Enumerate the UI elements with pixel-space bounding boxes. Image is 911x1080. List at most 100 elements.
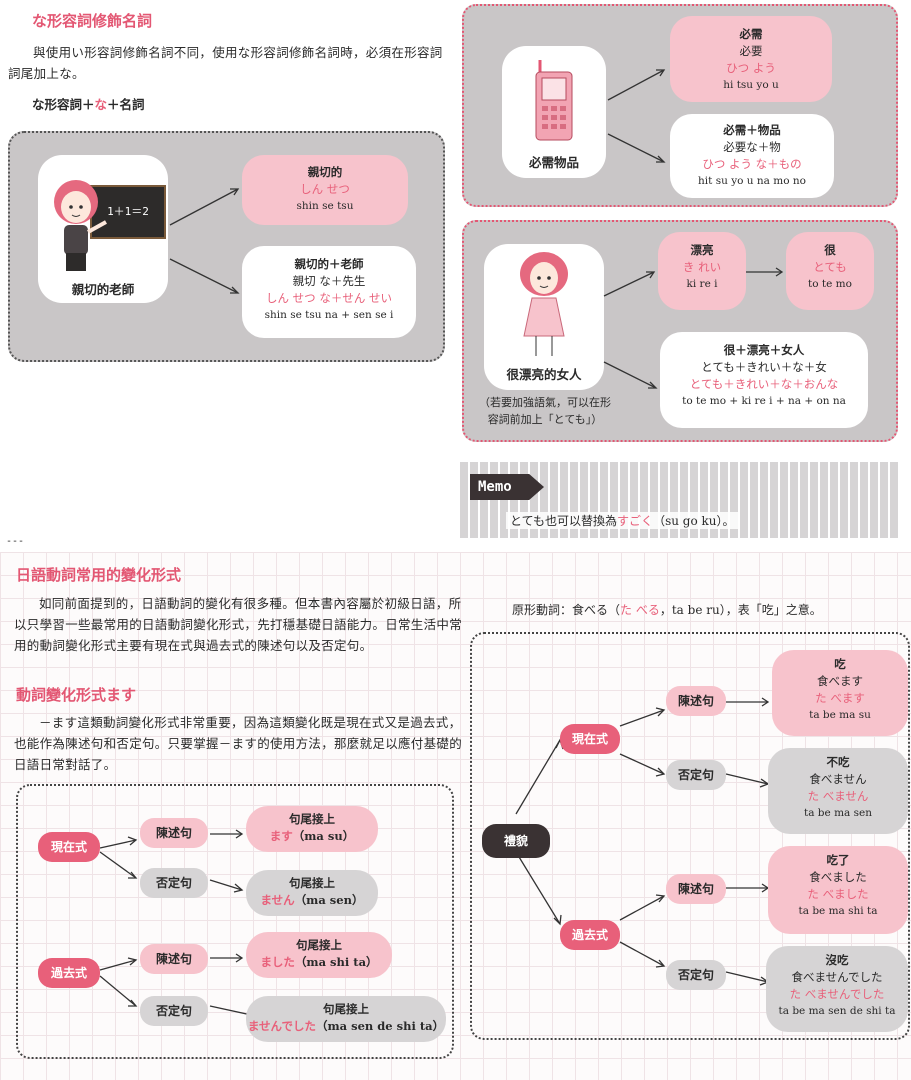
teacher-illustration <box>54 180 107 271</box>
taberu-chart: 禮貌 現在式 過去式 陳述句 否定句 陳述句 否定句 吃 食べます た べます … <box>470 632 910 1040</box>
bubble-romaji: ta be ma shi ta <box>798 905 878 917</box>
bubble-romaji: ki re i <box>686 278 718 290</box>
bubble-japanese: 食べます <box>817 674 863 688</box>
past-tense-pill: 過去式 <box>38 958 100 988</box>
bubble-title: 吃 <box>834 657 846 671</box>
bubble-kana: ひつ よう <box>726 61 776 75</box>
section-heading: 動詞變化形式ます <box>16 686 137 704</box>
phone-icon <box>535 60 573 141</box>
bubble-romaji: ta be ma sen <box>803 807 872 819</box>
blackboard: 1＋1＝2 <box>90 185 166 239</box>
memo-label: Memo <box>470 474 544 500</box>
bubble-japanese: 食べました <box>809 870 867 884</box>
pretty-bubble: 漂亮 き れい ki re i <box>658 232 746 310</box>
bubble-japanese: とても＋きれい＋な＋女 <box>701 360 827 374</box>
bubble-kana: とても <box>813 260 847 274</box>
phone-card: 必需物品 <box>502 46 606 178</box>
necessity-item-bubble: 必需＋物品 必要な＋物 ひつ よう な＋もの hit su yo u na mo… <box>670 114 834 198</box>
kind-teacher-bubble: 親切的＋老師 親切 な＋先生 しん せつ な＋せん せい shin se tsu… <box>242 246 416 338</box>
negative-pill: 否定句 <box>666 760 726 790</box>
woman-illustration <box>520 252 568 356</box>
bubble-kana: とても＋きれい＋な＋おんな <box>689 377 839 391</box>
bubble-kana: た べました <box>807 887 869 901</box>
verb-intro: 原形動詞：食べる（た べる，ta be ru），表「吃」之意。 <box>512 601 822 618</box>
ending-romaji: （ma su） <box>292 829 355 843</box>
connector-arrows <box>603 267 784 389</box>
bubble-romaji: shin se tsu na + sen se i <box>264 309 394 321</box>
teacher-card: 1＋1＝2 親切的老師 <box>38 155 168 303</box>
polite-root-pill: 禮貌 <box>482 824 550 858</box>
intro-paragraph: 如同前面提到的，日語動詞的變化有很多種。但本書內容屬於初級日語，所以只學習一些最… <box>14 596 463 653</box>
panel-note: （若要加強語氣，可以在形容詞前加上「とても」） <box>479 396 611 426</box>
memo-prefix: とても也可以替換為 <box>510 514 618 528</box>
bubble-romaji: ta be ma su <box>809 709 871 721</box>
intro-suffix: ，ta be ru），表「吃」之意。 <box>659 603 822 617</box>
ending-kana: ません <box>260 893 295 907</box>
pretty-woman-panel: 很漂亮的女人 （若要加強語氣，可以在形容詞前加上「とても」） 漂亮 き れい k… <box>462 220 898 442</box>
bubble-romaji: to te mo <box>808 278 852 290</box>
bubble-kana: しん せつ な＋せん せい <box>266 291 392 305</box>
memo-suffix: （su go ku）。 <box>653 514 735 528</box>
not-eat-bubble: 不吃 食べません た べません ta be ma sen <box>768 748 908 834</box>
bubble-title: 必需＋物品 <box>723 123 781 137</box>
bubble-japanese: 食べませんでした <box>791 970 883 984</box>
formula-prefix: な形容詞＋ <box>32 97 95 112</box>
ending-kana: ました <box>260 955 295 969</box>
panel-caption: 必需物品 <box>528 155 579 170</box>
ending-bubble-masu: 句尾接上 ます（ma su） <box>246 806 378 852</box>
section-heading: な形容詞修飾名詞 <box>32 12 153 30</box>
bubble-romaji: ta be ma sen de shi ta <box>778 1005 896 1017</box>
bubble-japanese: 必要 <box>739 44 763 58</box>
bubble-title: 親切的 <box>307 165 343 179</box>
formula: な形容詞＋な＋名詞 <box>32 94 145 113</box>
necessity-bubble: 必需 必要 ひつ よう hi tsu yo u <box>670 16 832 102</box>
woman-card: 很漂亮的女人 <box>484 244 604 390</box>
connector-arrows <box>607 69 666 163</box>
bubble-title: 沒吃 <box>825 953 849 967</box>
statement-pill: 陳述句 <box>140 818 208 848</box>
present-tense-pill: 現在式 <box>560 724 620 754</box>
negative-pill: 否定句 <box>140 868 208 898</box>
bubble-title: 不吃 <box>826 755 850 769</box>
negative-pill: 否定句 <box>666 960 726 990</box>
ending-romaji: （ma shi ta） <box>294 955 378 969</box>
section-heading: 日語動詞常用的變化形式 <box>16 566 182 584</box>
ate-bubble: 吃了 食べました た べました ta be ma shi ta <box>768 846 908 934</box>
grid-background <box>0 552 911 1080</box>
statement-pill: 陳述句 <box>666 686 726 716</box>
kind-bubble: 親切的 しん せつ shin se tsu <box>242 155 408 225</box>
bubble-kana: た べませんでした <box>789 987 885 1001</box>
bubble-romaji: hi tsu yo u <box>723 79 779 91</box>
eat-bubble: 吃 食べます た べます ta be ma su <box>772 650 908 736</box>
connector-arrows <box>169 188 240 294</box>
masu-paragraph: －ます這類動詞變化形式非常重要，因為這類變化既是現在式又是過去式，也能作為陳述句… <box>14 715 463 772</box>
bubble-kana: しん せつ <box>300 182 350 196</box>
kind-teacher-panel: 1＋1＝2 親切的老師 親切的 しん せつ shin se tsu 親切的＋老師… <box>8 131 445 362</box>
bubble-title: 親切的＋老師 <box>294 257 364 271</box>
ending-bubble-masen: 句尾接上 ません（ma sen） <box>246 870 378 916</box>
bubble-romaji: hit su yo u na mo no <box>698 175 806 187</box>
ending-label: 句尾接上 <box>289 876 335 890</box>
did-not-eat-bubble: 沒吃 食べませんでした た べませんでした ta be ma sen de sh… <box>766 946 908 1032</box>
formula-na: な <box>94 97 108 112</box>
necessity-panel: 必需物品 必需 必要 ひつ よう hi tsu yo u 必需＋物品 必要な＋物… <box>462 4 898 207</box>
bubble-title: 很 <box>824 243 836 257</box>
ending-kana: ます <box>269 829 293 843</box>
very-pretty-woman-bubble: 很＋漂亮＋女人 とても＋きれい＋な＋女 とても＋きれい＋な＋おんな to te … <box>660 332 868 428</box>
bubble-romaji: shin se tsu <box>296 200 354 212</box>
blackboard-text: 1＋1＝2 <box>107 205 149 218</box>
ending-label: 句尾接上 <box>323 1002 369 1016</box>
bubble-japanese: 必要な＋物 <box>723 140 781 154</box>
present-tense-pill: 現在式 <box>38 832 100 862</box>
bubble-title: 吃了 <box>826 853 850 867</box>
bubble-japanese: 親切 な＋先生 <box>292 274 366 288</box>
ending-kana: ませんでした <box>247 1019 316 1033</box>
very-bubble: 很 とても to te mo <box>786 232 874 310</box>
negative-pill: 否定句 <box>140 996 208 1026</box>
panel-caption: 親切的老師 <box>71 282 135 297</box>
section-separator: --- <box>6 536 25 547</box>
panel-caption: 很漂亮的女人 <box>506 367 582 382</box>
bubble-kana: た べません <box>807 789 869 803</box>
ending-romaji: （ma sen de shi ta） <box>315 1019 445 1033</box>
bubble-romaji: to te mo + ki re i + na + on na <box>682 395 846 407</box>
